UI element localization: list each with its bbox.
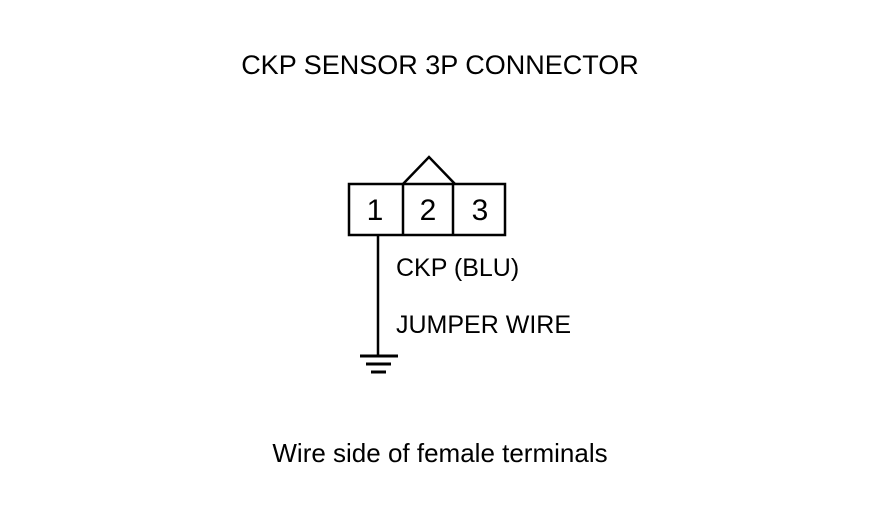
pin-number-1: 1 bbox=[367, 194, 384, 227]
connector-body bbox=[347, 182, 507, 237]
wire-signal-label: CKP (BLU) bbox=[396, 254, 520, 282]
jumper-wire-label: JUMPER WIRE bbox=[396, 311, 571, 339]
pin-number-3: 3 bbox=[472, 194, 489, 227]
diagram-title: CKP SENSOR 3P CONNECTOR bbox=[241, 50, 639, 80]
connector-lock-tab bbox=[402, 155, 456, 185]
ground-icon bbox=[360, 354, 398, 374]
diagram-caption: Wire side of female terminals bbox=[272, 438, 608, 468]
pin-number-2: 2 bbox=[420, 194, 437, 227]
